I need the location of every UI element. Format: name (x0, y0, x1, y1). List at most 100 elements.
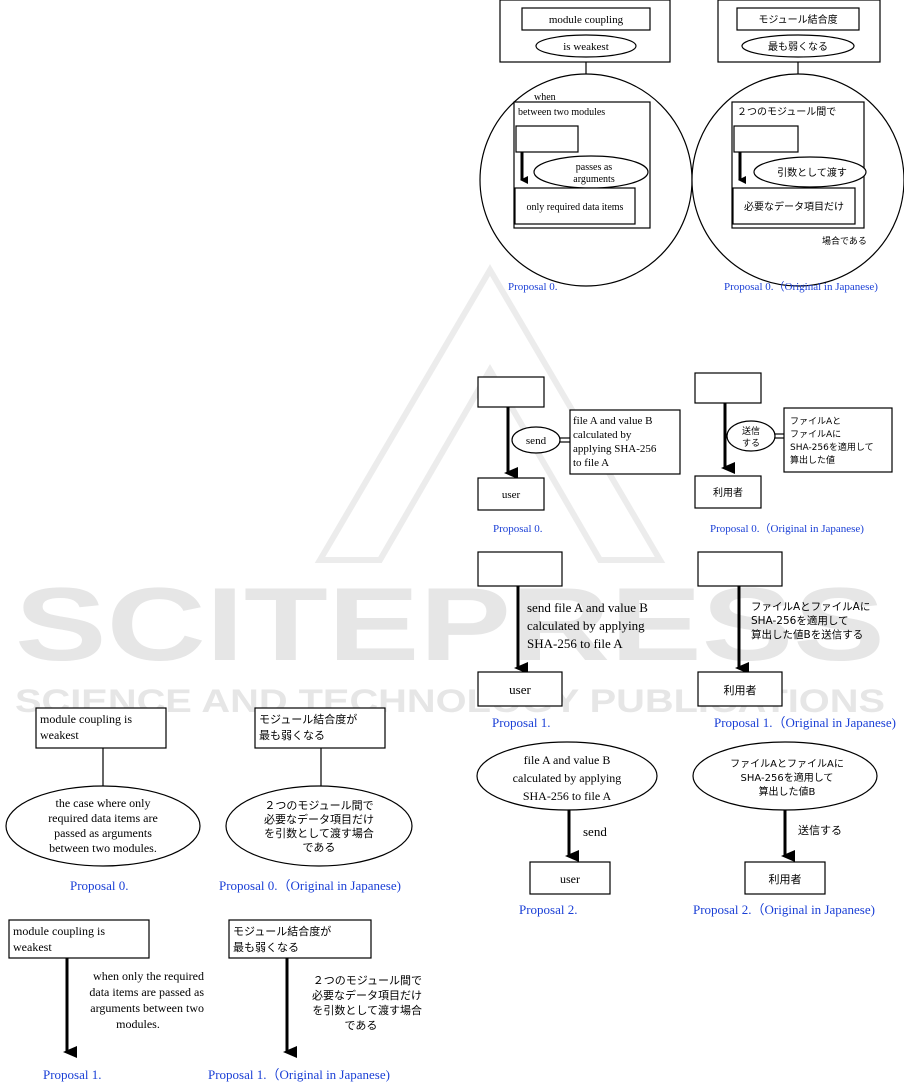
body-line-1: ２つのモジュール間で (264, 799, 373, 812)
sender-box (694, 372, 762, 404)
object-line-2: SHA-256を適用して (741, 771, 834, 784)
verb-text: send (583, 824, 607, 839)
body-line-4: between two modules. (49, 841, 157, 855)
when-text: when (534, 92, 556, 103)
verb-text: send (526, 435, 547, 447)
body-line-3: を引数として渡す場合 (264, 826, 374, 840)
top-proposal0-ja: モジュール結合度 最も弱くなる ２つのモジュール間で 引数として渡す 必要なデー… (691, 0, 904, 293)
user-text: 利用者 (724, 684, 757, 697)
object-line-2: calculated by applying (513, 771, 622, 785)
user-box (697, 671, 783, 707)
body-line-1: when only the required (93, 969, 204, 983)
coupling-proposal0-en: module coupling is weakest the case wher… (5, 707, 201, 893)
text-line-3: SHA-256 to file A (527, 636, 623, 651)
body-ellipse (225, 785, 413, 867)
caption: Proposal 0. (493, 523, 543, 535)
caption: Proposal 0. (508, 281, 558, 293)
object-line-1: file A and value B (524, 753, 611, 767)
object-line-3: SHA-256 to file A (523, 789, 612, 803)
verb-text-2: する (742, 438, 760, 449)
object-line-3: applying SHA-256 (573, 443, 657, 455)
subject-text: モジュール結合度 (758, 13, 837, 26)
body-line-3: を引数として渡す場合 (312, 1003, 422, 1017)
head-line-1: モジュール結合度が (259, 712, 357, 726)
head-box (228, 919, 372, 959)
object-line-3: SHA-256を適用して (790, 441, 874, 453)
object-box (783, 407, 893, 473)
user-box (477, 477, 545, 511)
module-slot (515, 125, 579, 153)
object-line-3: 算出した値B (759, 785, 816, 798)
caption: Proposal 0.（Original in Japanese) (724, 280, 878, 293)
between-text: ２つのモジュール間で (737, 106, 836, 118)
object-line-2: calculated by (573, 429, 632, 441)
user-text: 利用者 (769, 873, 802, 886)
object-line-1: ファイルAとファイルAに (730, 758, 844, 770)
head-line-1: module coupling is (13, 924, 105, 938)
user-text: user (560, 872, 580, 886)
text-line-2: SHA-256を適用して (751, 614, 849, 627)
body-line-3: arguments between two (90, 1001, 204, 1015)
text-line-2: calculated by applying (527, 618, 645, 633)
watermark-logo-icon (314, 264, 666, 563)
verb-text-1: 送信 (742, 425, 760, 437)
body-line-1: the case where only (56, 796, 151, 810)
body-line-2: required data items are (48, 811, 158, 825)
sender-box (697, 551, 783, 587)
verb-text-1: passes as (576, 162, 612, 173)
body-line-4: である (303, 841, 336, 854)
caption: Proposal 1.（Original in Japanese) (208, 1067, 390, 1082)
predicate-text: is weakest (563, 41, 609, 53)
object-line-2: ファイルAに (790, 429, 841, 440)
send-proposal0-en: send file A and value B calculated by ap… (477, 376, 681, 535)
predicate-text: 最も弱くなる (768, 41, 828, 53)
user-box (744, 861, 826, 895)
head-line-2: weakest (40, 728, 79, 742)
text-line-3: 算出した値Bを送信する (751, 628, 863, 641)
coupling-proposal1-en: module coupling is weakest when only the… (8, 919, 204, 1082)
send-proposal0-ja: 送信 する ファイルAと ファイルAに SHA-256を適用して 算出した値 利… (694, 372, 893, 535)
subject-text: module coupling (549, 14, 624, 26)
object-box (732, 187, 856, 225)
verb-text-2: arguments (573, 174, 615, 185)
head-box (8, 919, 150, 959)
object-box (514, 187, 636, 225)
coupling-proposal0-ja: モジュール結合度が 最も弱くなる ２つのモジュール間で 必要なデータ項目だけ を… (219, 707, 413, 893)
user-box (694, 475, 762, 509)
user-box (529, 861, 611, 895)
caption: Proposal 0.（Original in Japanese) (710, 522, 864, 535)
caption: Proposal 2. (519, 902, 578, 917)
verb-ellipse (753, 156, 867, 188)
head-line-2: weakest (13, 940, 52, 954)
head-line-1: module coupling is (40, 712, 132, 726)
caption: Proposal 0. (70, 878, 129, 893)
sender-box (477, 376, 545, 408)
top-proposal0-en: module coupling is weakest when between … (479, 0, 693, 293)
user-text: user (502, 489, 521, 501)
caption: Proposal 2.（Original in Japanese) (693, 902, 875, 917)
object-line-1: ファイルAと (790, 416, 841, 427)
module-slot (733, 125, 799, 153)
predicate-ellipse (535, 34, 637, 58)
coupling-proposal1-ja: モジュール結合度が 最も弱くなる ２つのモジュール間で 必要なデータ項目だけ を… (208, 919, 422, 1082)
text-line-1: ファイルAとファイルAに (751, 601, 870, 613)
predicate-ellipse (741, 34, 855, 58)
head-line-2: 最も弱くなる (259, 729, 325, 742)
head-box (35, 707, 167, 749)
body-line-1: ２つのモジュール間で (313, 974, 422, 987)
caption: Proposal 1.（Original in Japanese) (714, 715, 896, 730)
send-proposal1-ja: ファイルAとファイルAに SHA-256を適用して 算出した値Bを送信する 利用… (697, 551, 896, 730)
body-line-2: 必要なデータ項目だけ (264, 812, 374, 826)
object-line-4: 算出した値 (790, 454, 835, 466)
body-line-2: 必要なデータ項目だけ (312, 988, 422, 1002)
object-box (569, 409, 681, 475)
send-proposal2-ja: ファイルAとファイルAに SHA-256を適用して 算出した値B 送信する 利用… (692, 741, 878, 917)
text-line-1: send file A and value B (527, 600, 648, 615)
verb-ellipse (726, 420, 776, 452)
body-line-4: である (345, 1019, 378, 1032)
caption: Proposal 0.（Original in Japanese) (219, 878, 401, 893)
verb-ellipse (511, 426, 561, 454)
send-proposal2-en: file A and value B calculated by applyin… (476, 741, 658, 917)
body-line-4: modules. (116, 1017, 160, 1031)
object-text: only required data items (527, 202, 624, 213)
